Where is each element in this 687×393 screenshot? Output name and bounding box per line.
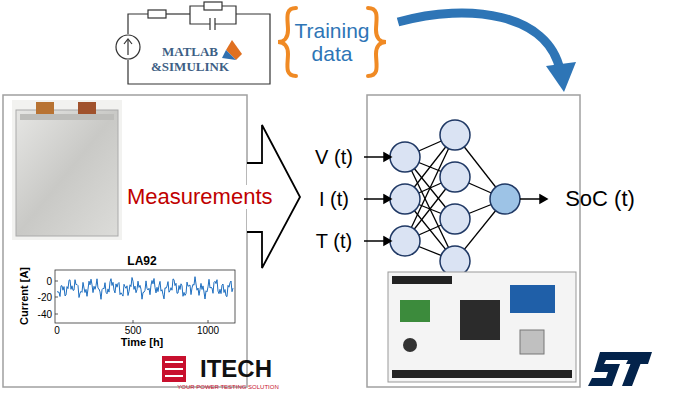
label: 500: [125, 325, 142, 336]
label: ITECH: [200, 356, 272, 382]
current-chart: [55, 270, 235, 323]
neuron: [390, 142, 420, 172]
label: I (t): [319, 188, 349, 210]
neuron: [490, 184, 520, 214]
label: -40: [38, 309, 52, 320]
label: SoC (t): [565, 187, 635, 211]
label: V (t): [315, 146, 353, 168]
curved-arrow: [398, 13, 576, 92]
brace: [278, 8, 386, 76]
arrow-shape: Measurements: [105, 120, 305, 275]
circuit-schematic: [116, 2, 270, 84]
label: LA92: [127, 255, 156, 268]
mcu-board: [388, 272, 576, 382]
battery-photo: [12, 100, 122, 240]
label: Current [A]: [18, 267, 30, 325]
arrow-label: Measurements: [125, 185, 275, 209]
label: 1000: [197, 325, 219, 336]
neuron: [440, 204, 470, 234]
label: &SIMULINK: [151, 60, 229, 74]
label: 0: [46, 276, 52, 287]
label: Time [h]: [121, 336, 164, 348]
neuron: [390, 226, 420, 256]
itech-logo: [162, 356, 186, 382]
neural-network: [390, 120, 520, 276]
label: -20: [38, 292, 52, 303]
input-arrows: [364, 153, 547, 245]
model-panel: [367, 95, 580, 387]
label: Training data: [282, 19, 382, 65]
label: YOUR POWER TESTING SOLUTION: [177, 384, 279, 391]
neuron: [390, 184, 420, 214]
label: 0: [54, 325, 60, 336]
matlab-logo: [222, 40, 242, 60]
measurement-panel: [3, 95, 247, 387]
neuron: [440, 120, 470, 150]
st-logo: [588, 352, 652, 386]
neuron: [440, 162, 470, 192]
label: T (t): [316, 230, 352, 252]
label: MATLAB: [162, 45, 218, 59]
